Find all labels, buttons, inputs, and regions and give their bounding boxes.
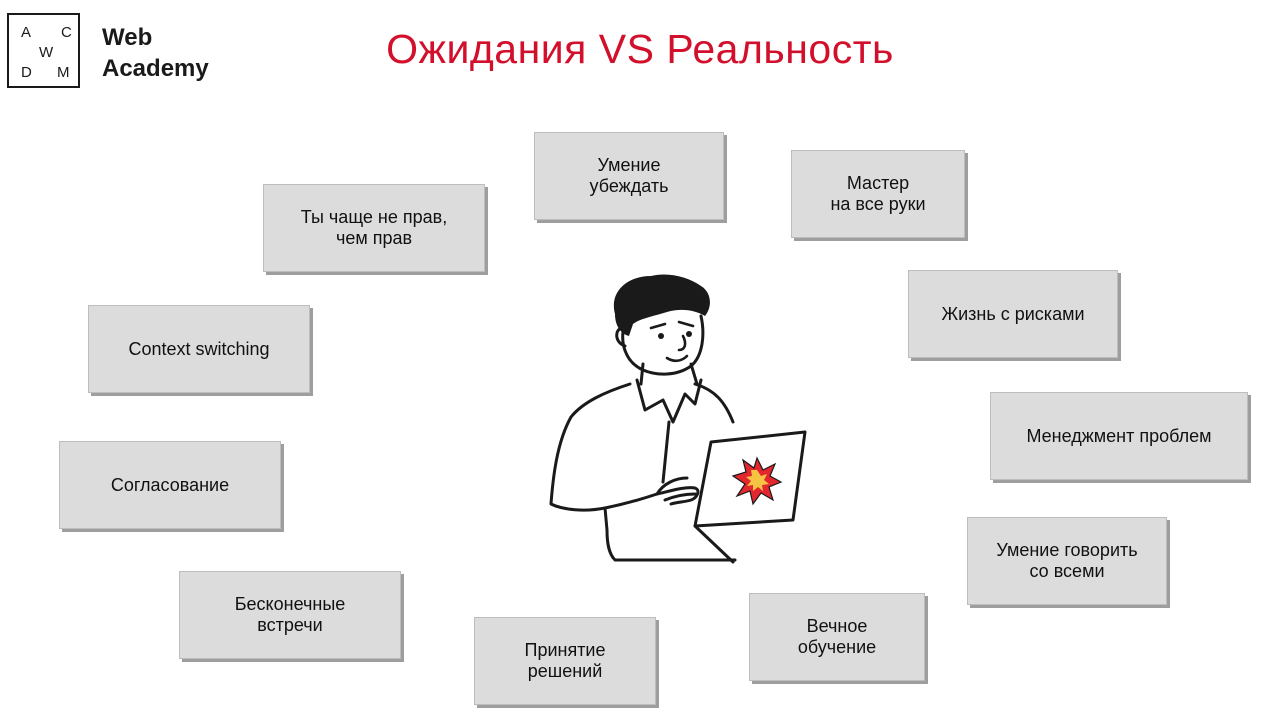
card-coordination: Согласование (59, 441, 281, 529)
left-eye (658, 333, 664, 339)
logo-letter-d: D (21, 64, 32, 81)
card-label: Ты чаще не прав, чем прав (300, 207, 448, 248)
card-label: Умение говорить со всеми (996, 540, 1138, 581)
logo-letter-m: M (57, 64, 70, 81)
logo-letter-c: C (61, 24, 72, 41)
right-eye (686, 331, 692, 337)
collar (635, 378, 703, 424)
nose (677, 334, 687, 352)
card-problem-management: Менеджмент проблем (990, 392, 1248, 480)
logo-line-2: Academy (102, 55, 209, 82)
laptop-base (693, 524, 735, 564)
card-endless-meetings: Бесконечные встречи (179, 571, 401, 659)
card-label: Умение убеждать (589, 155, 669, 196)
logo-letter-a: A (21, 24, 32, 41)
card-label: Принятие решений (524, 640, 606, 681)
card-often-wrong: Ты чаще не прав, чем прав (263, 184, 485, 272)
hand (603, 486, 700, 510)
smile (665, 354, 689, 363)
card-context-switching: Context switching (88, 305, 310, 393)
card-life-with-risks: Жизнь с рисками (908, 270, 1118, 358)
card-label: Context switching (128, 338, 270, 359)
left-eyebrow (649, 322, 667, 330)
logo-letter-w: W (39, 44, 54, 61)
explosion-icon (731, 456, 783, 506)
logo-line-1: Web (102, 24, 153, 51)
card-lifelong-learning: Вечное обучение (749, 593, 925, 681)
neck (639, 362, 699, 386)
card-label: Жизнь с рисками (941, 303, 1085, 324)
sleeve (693, 382, 735, 424)
logo-mark: A C W D M (7, 13, 80, 88)
card-decision-making: Принятие решений (474, 617, 656, 705)
card-label: Мастер на все руки (830, 173, 926, 214)
card-label: Бесконечные встречи (234, 594, 346, 635)
person-with-laptop-illustration (549, 274, 807, 564)
fingers (655, 476, 697, 502)
card-talk-with-everyone: Умение говорить со всеми (967, 517, 1167, 605)
shirt-placket (661, 420, 671, 484)
card-persuasion: Умение убеждать (534, 132, 724, 220)
shirt-outline (549, 382, 737, 562)
card-label: Менеджмент проблем (1026, 425, 1212, 446)
card-label: Согласование (110, 474, 230, 495)
right-eyebrow (677, 320, 695, 328)
hair (613, 274, 710, 336)
card-jack-of-all-trades: Мастер на все руки (791, 150, 965, 238)
card-label: Вечное обучение (797, 616, 877, 657)
logo-wordmark: Web Academy (102, 22, 209, 84)
page-title: Ожидания VS Реальность (386, 26, 894, 72)
